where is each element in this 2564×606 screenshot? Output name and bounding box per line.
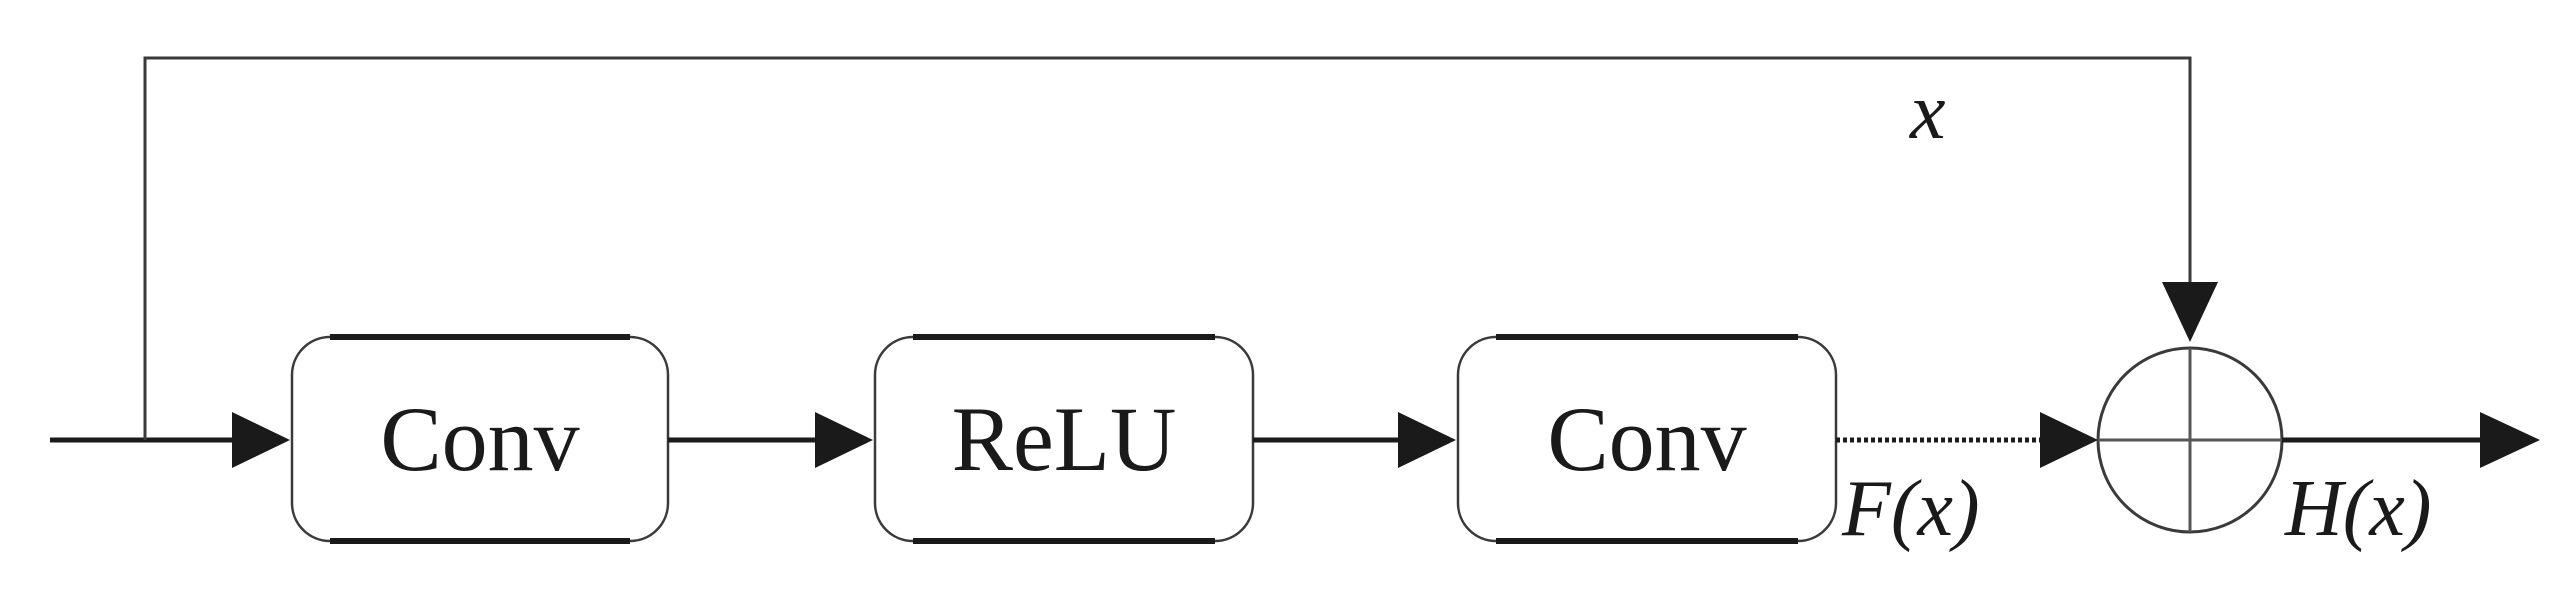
conv-block-2-label: Conv: [1547, 388, 1746, 490]
arrow-into-relu: [815, 412, 873, 468]
relu-block-label: ReLU: [952, 388, 1177, 490]
adder-node: [2096, 346, 2284, 534]
arrow-output: [2480, 412, 2540, 468]
skip-connection-line: [143, 56, 2192, 440]
relu-block: ReLU: [873, 334, 1255, 544]
conv-block-1: Conv: [290, 334, 670, 544]
output-label: H(x): [2284, 465, 2432, 553]
residual-label: F(x): [1841, 465, 1980, 553]
arrow-into-adder: [2162, 282, 2218, 342]
arrow-into-conv2: [1398, 412, 1456, 468]
skip-label: x: [1909, 68, 1946, 156]
conv-block-1-label: Conv: [380, 388, 579, 490]
arrow-residual-into-adder: [2040, 412, 2098, 468]
conv-block-2: Conv: [1456, 334, 1838, 544]
arrow-into-conv1: [232, 412, 290, 468]
